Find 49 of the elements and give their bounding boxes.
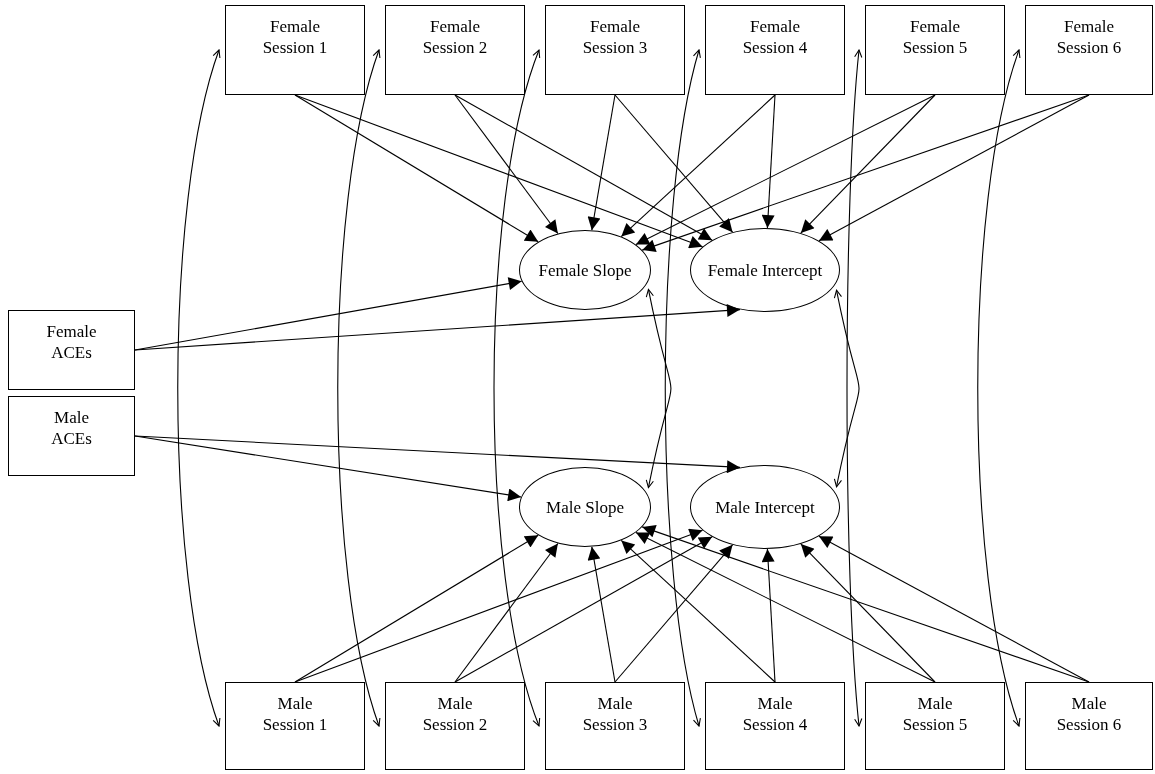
path-arrow	[587, 546, 616, 683]
covariance-arrow	[846, 49, 863, 727]
path-arrow	[614, 94, 734, 233]
variable-box: Male Session 1	[225, 682, 365, 770]
path-arrow	[294, 534, 539, 683]
path-arrow	[454, 94, 559, 235]
path-arrow	[620, 94, 776, 238]
path-arrow	[761, 94, 776, 229]
path-arrow	[614, 544, 734, 683]
path-arrow	[818, 535, 1090, 683]
path-arrow	[134, 435, 522, 502]
path-arrow	[587, 94, 616, 231]
path-arrow	[294, 528, 704, 683]
path-arrow	[761, 548, 776, 683]
path-arrow	[635, 531, 936, 683]
path-arrow	[635, 94, 936, 246]
path-arrow	[800, 543, 936, 683]
variable-box: Female Session 1	[225, 5, 365, 95]
variable-box: Male Session 2	[385, 682, 525, 770]
path-arrow	[454, 542, 559, 683]
path-arrow	[294, 94, 704, 249]
path-arrow	[641, 94, 1090, 252]
variable-box: Male Session 6	[1025, 682, 1153, 770]
variable-box: Female Session 3	[545, 5, 685, 95]
covariance-arrow	[977, 49, 1021, 727]
variable-box: Male Session 4	[705, 682, 845, 770]
path-arrow	[454, 94, 713, 241]
covariance-arrow	[337, 49, 381, 727]
covariance-arrow	[493, 49, 541, 727]
variable-box: Female Session 5	[865, 5, 1005, 95]
variable-box: Female Session 2	[385, 5, 525, 95]
variable-box: Female Session 6	[1025, 5, 1153, 95]
path-arrow	[620, 539, 776, 683]
path-arrow	[800, 94, 936, 234]
path-arrow	[454, 536, 713, 683]
variable-box: Female ACEs	[8, 310, 135, 390]
covariance-arrow	[664, 49, 702, 727]
variable-box: Female Session 4	[705, 5, 845, 95]
covariance-arrow	[645, 288, 672, 489]
path-arrow	[818, 94, 1090, 242]
path-arrow	[294, 94, 539, 243]
covariance-arrow	[833, 289, 860, 488]
path-arrow	[641, 525, 1090, 683]
path-arrow	[134, 304, 741, 351]
path-arrow	[134, 435, 741, 474]
variable-box: Male Session 5	[865, 682, 1005, 770]
variable-box: Male Session 3	[545, 682, 685, 770]
variable-box: Male ACEs	[8, 396, 135, 476]
covariance-arrow	[177, 49, 221, 727]
